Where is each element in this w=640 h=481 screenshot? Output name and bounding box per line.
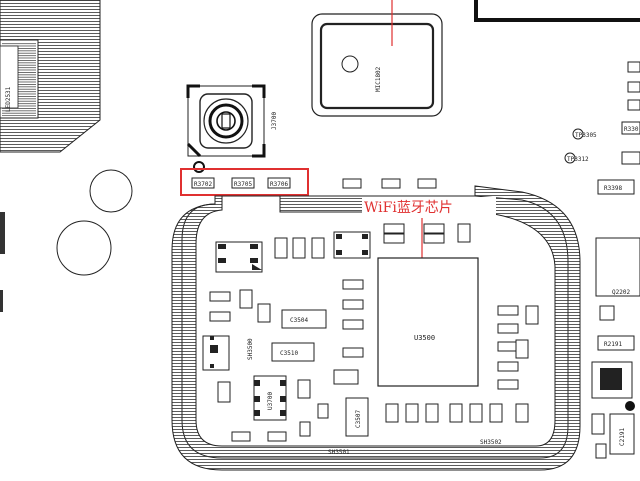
r3398-label: R3398	[604, 185, 622, 192]
led-label: LED2531	[5, 86, 12, 112]
microphone: MIC1802	[311, 0, 443, 117]
led-region: LED2531	[0, 0, 101, 153]
resistor-row: R3702 R3705 R3706	[191, 177, 291, 189]
rf-connector: J3700	[186, 84, 278, 173]
annotation-label: WiFi蓝牙芯片	[364, 200, 453, 216]
sh3501-label: SH3501	[328, 449, 350, 456]
small-parts-row	[342, 178, 437, 189]
r330-label: R330	[624, 126, 639, 133]
tp3312-label: TP3312	[567, 156, 589, 163]
sh3500-label: SH3500	[247, 338, 254, 360]
highlight-box	[180, 168, 309, 196]
left-edge-part	[0, 212, 5, 254]
c3510-label: C3510	[280, 350, 298, 357]
connector-label: J3700	[271, 112, 278, 130]
r2191-label: R2191	[604, 341, 622, 348]
wifi-bt-chip: U3500	[377, 257, 479, 387]
chip-label: U3500	[414, 334, 435, 342]
r3705-label: R3705	[234, 181, 252, 188]
sh3502-label: SH3502	[480, 439, 502, 446]
r3702-label: R3702	[194, 181, 212, 188]
top-right-outline	[474, 0, 640, 22]
tp3305-label: TP3305	[575, 132, 597, 139]
c3507-label: C3507	[355, 410, 362, 428]
r3706-label: R3706	[270, 181, 288, 188]
u3700-label: U3700	[267, 392, 274, 410]
c3504-label: C3504	[290, 317, 308, 324]
shield-frame	[171, 185, 581, 471]
c2191-label: C2191	[619, 428, 626, 446]
mounting-hole	[56, 220, 112, 276]
q2202-label: Q2202	[612, 289, 630, 296]
mounting-hole	[89, 169, 133, 213]
mic-label: MIC1802	[375, 66, 382, 92]
annotation-bg	[362, 197, 496, 217]
right-side-parts: R330 TP3305 TP3312 R3398 Q2202 R2191 C21…	[564, 61, 640, 459]
left-edge-part	[0, 290, 3, 312]
inner-components: C3504 C3510 SH3500 U3700 C3507	[202, 223, 539, 456]
